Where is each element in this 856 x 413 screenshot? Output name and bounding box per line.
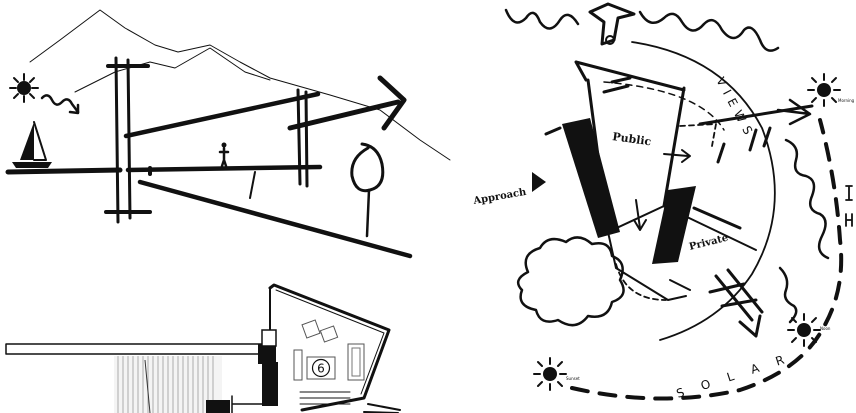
concept-diagram: Approach Public Private VIEWS Morning No…: [472, 4, 855, 401]
solar-label: SOLAR: [675, 347, 804, 401]
tree-icon: [352, 144, 383, 236]
corridor-walls: [6, 344, 266, 354]
approach-label: Approach: [472, 187, 528, 207]
wall-block: [258, 344, 276, 364]
sun-morning-icon: Morning: [808, 74, 855, 106]
floor-plane: [128, 167, 320, 170]
public-label: Public: [612, 130, 653, 148]
sailboat-icon: [12, 122, 52, 168]
hatched-wall-private: [652, 186, 696, 264]
floor-plan: 6: [6, 285, 400, 413]
sunset-label: Sunset: [566, 376, 580, 381]
room-outline: [270, 285, 389, 410]
room-number-tag: 6: [307, 357, 335, 379]
mountain-ridge: [75, 48, 270, 92]
sun-icon: [10, 74, 38, 102]
view-arc: [632, 42, 775, 340]
private-label: Private: [688, 233, 729, 253]
room-number: 6: [317, 362, 325, 376]
sun-sunset-icon: Sunset: [534, 358, 580, 390]
tree-line-right: [786, 140, 828, 258]
person-figure: [220, 143, 228, 167]
ground-line: [8, 170, 120, 172]
morning-label: Morning: [838, 98, 855, 103]
views-label: VIEWS: [713, 75, 758, 142]
wall-block: [262, 362, 278, 406]
section-east-wall: [298, 90, 307, 186]
section-sketch: [8, 10, 450, 256]
cloud-cluster: [518, 237, 623, 325]
sun-ray-arrow: [42, 95, 78, 112]
north-arrow: [590, 4, 634, 44]
approach-arrow: [532, 172, 546, 192]
noon-label: Noon: [820, 326, 831, 331]
section-wall: [116, 58, 130, 222]
hatched-wall-public: [562, 118, 620, 238]
